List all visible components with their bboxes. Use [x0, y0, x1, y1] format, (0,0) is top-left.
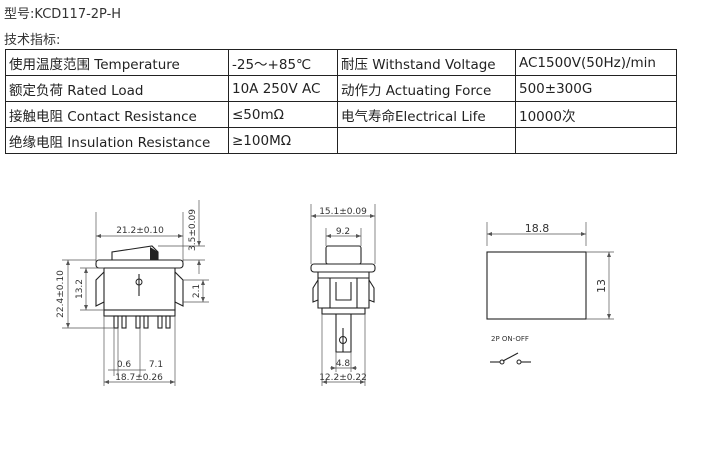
spec-value: 10A 250V AC	[228, 75, 338, 102]
spec-empty-cell	[337, 127, 516, 154]
switch-schematic: 2P ON-OFF	[490, 335, 531, 365]
dim-front-bottom-width: 12.2±0.22	[319, 373, 367, 383]
spec-value: 10000次	[515, 101, 677, 128]
dim-front-terminal-width: 4.8	[336, 359, 351, 369]
dim-side-overall-height: 22.4±0.10	[56, 270, 66, 318]
spec-label: 额定负荷 Rated Load	[5, 75, 229, 102]
side-view-drawing: 21.2±0.10 3.5±0.09	[56, 200, 209, 386]
dim-cutout-height: 13	[595, 279, 608, 293]
spec-value: ≥100MΩ	[228, 127, 338, 154]
spec-label: 动作力 Actuating Force	[337, 75, 516, 102]
spec-value: -25～+85℃	[228, 49, 338, 76]
spec-heading: 技术指标:	[4, 33, 61, 48]
spec-value: ≤50mΩ	[228, 101, 338, 128]
spec-row-rated-load: 额定负荷 Rated Load 10A 250V AC 动作力 Actuatin…	[5, 75, 677, 102]
spec-row-temperature: 使用温度范围 Temperature -25～+85℃ 耐压 Withstand…	[5, 49, 677, 76]
technical-drawings: 21.2±0.10 3.5±0.09	[56, 200, 614, 386]
spec-value: AC1500V(50Hz)/min	[515, 49, 677, 76]
spec-table: 使用温度范围 Temperature -25～+85℃ 耐压 Withstand…	[5, 49, 677, 154]
spec-label: 接触电阻 Contact Resistance	[5, 101, 229, 128]
spec-label: 电气寿命Electrical Life	[337, 101, 516, 128]
dim-side-terminal-pitch: 7.1	[149, 360, 163, 370]
dim-side-top-width: 21.2±0.10	[116, 226, 164, 236]
spec-value: 500±300G	[515, 75, 677, 102]
dim-front-top-width: 15.1±0.09	[319, 207, 367, 217]
front-view-drawing: 15.1±0.09 9.2 4.8	[310, 204, 376, 386]
dim-side-bottom-width: 18.7±0.26	[115, 373, 163, 383]
dim-side-body-height: 13.2	[75, 279, 85, 299]
spec-empty-cell	[515, 127, 677, 154]
dim-side-rocker-height: 3.5±0.09	[188, 209, 198, 251]
spec-row-contact-resistance: 接触电阻 Contact Resistance ≤50mΩ 电气寿命Electr…	[5, 101, 677, 128]
schematic-label: 2P ON-OFF	[491, 335, 529, 343]
spec-row-insulation-resistance: 绝缘电阻 Insulation Resistance ≥100MΩ	[5, 127, 677, 154]
model-number: 型号:KCD117-2P-H	[4, 7, 122, 22]
dim-side-terminal-gap: 0.6	[117, 360, 132, 370]
dim-side-clip-offset: 2.1	[192, 284, 202, 298]
dim-front-rocker-width: 9.2	[336, 227, 350, 237]
panel-cutout-outline	[486, 251, 587, 320]
panel-cutout-drawing: 18.8 13	[486, 222, 614, 320]
dim-cutout-width: 18.8	[525, 222, 550, 235]
spec-label: 耐压 Withstand Voltage	[337, 49, 516, 76]
spec-label: 绝缘电阻 Insulation Resistance	[5, 127, 229, 154]
spec-label: 使用温度范围 Temperature	[5, 49, 229, 76]
